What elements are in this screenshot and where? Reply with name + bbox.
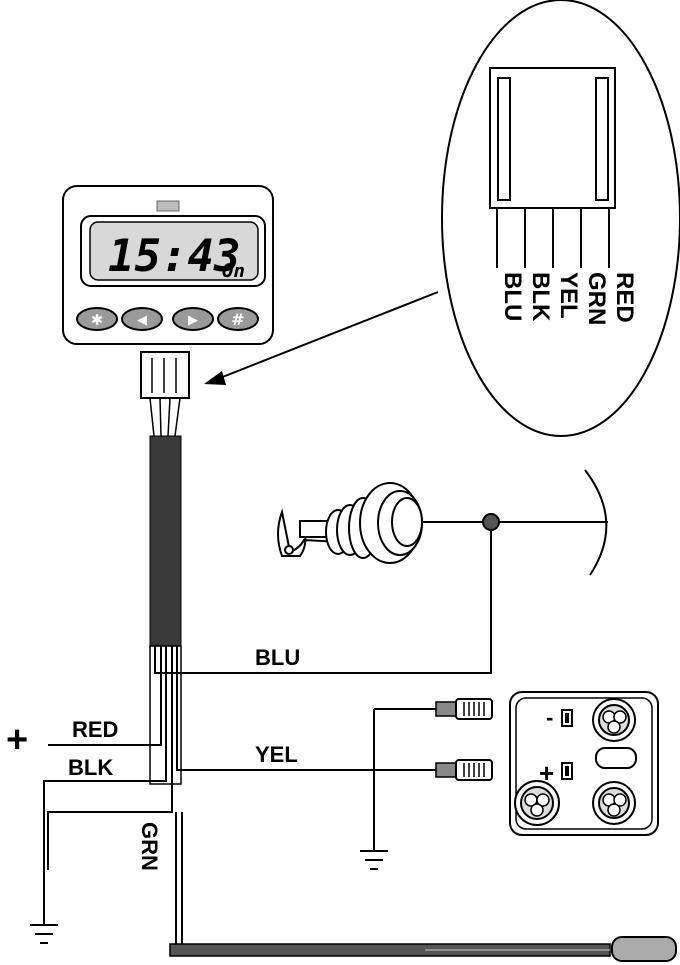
lcd-screen: [89, 221, 259, 281]
pin-label-yel: YEL: [555, 272, 582, 319]
connector-detail-callout: BLU BLK YEL GRN RED: [441, 0, 680, 437]
cable-sheath: [149, 435, 182, 647]
right-arrow-icon: ▶: [188, 313, 198, 328]
hash-icon: #: [231, 310, 244, 329]
sensor-probe: [611, 936, 677, 962]
connector-latch-right: [595, 77, 609, 201]
panel-edge: [584, 469, 608, 576]
wire-bundle: [43, 522, 492, 945]
wire-label-grn: GRN: [137, 822, 162, 871]
star-icon: ✱: [91, 311, 104, 329]
callout-arrow: [204, 291, 439, 385]
positive-supply-symbol: +: [6, 719, 28, 761]
grn-sensor-cable: [169, 936, 677, 962]
indicator-tab: [156, 200, 180, 212]
wire-label-blk: BLK: [68, 755, 113, 780]
pin-label-red: RED: [611, 272, 638, 323]
hour-meter-display: 15:43 On ✱ ◀ ▶ #: [62, 185, 274, 345]
ground-symbol-sender: [360, 850, 388, 870]
sender-plus-label: +: [539, 758, 554, 788]
wire-break-out: [149, 645, 182, 785]
button-right[interactable]: ▶: [172, 307, 214, 331]
wire-label-blu: BLU: [255, 645, 300, 670]
wire-label-yel: YEL: [255, 742, 298, 767]
button-left[interactable]: ◀: [121, 307, 163, 331]
button-star[interactable]: ✱: [76, 307, 118, 331]
ignition-switch: [277, 469, 608, 576]
spade-connector-ground: [373, 698, 493, 851]
left-arrow-icon: ◀: [137, 313, 147, 328]
button-hash[interactable]: #: [217, 307, 259, 331]
lcd-status: On: [222, 260, 245, 282]
wire-label-red: RED: [72, 717, 118, 742]
wire-plug: [140, 351, 190, 437]
lcd-time: 15:43: [108, 231, 240, 282]
pin-label-blu: BLU: [499, 272, 526, 321]
ground-symbol-blk: [30, 924, 58, 944]
sender-minus-label: -: [546, 705, 553, 730]
connector-latch-left: [497, 77, 511, 201]
junction-dot: [482, 513, 500, 531]
pin-label-grn: GRN: [583, 272, 610, 325]
spade-connector-yel: [435, 759, 493, 781]
pin-label-blk: BLK: [527, 272, 554, 322]
sender-unit: - +: [509, 691, 659, 836]
